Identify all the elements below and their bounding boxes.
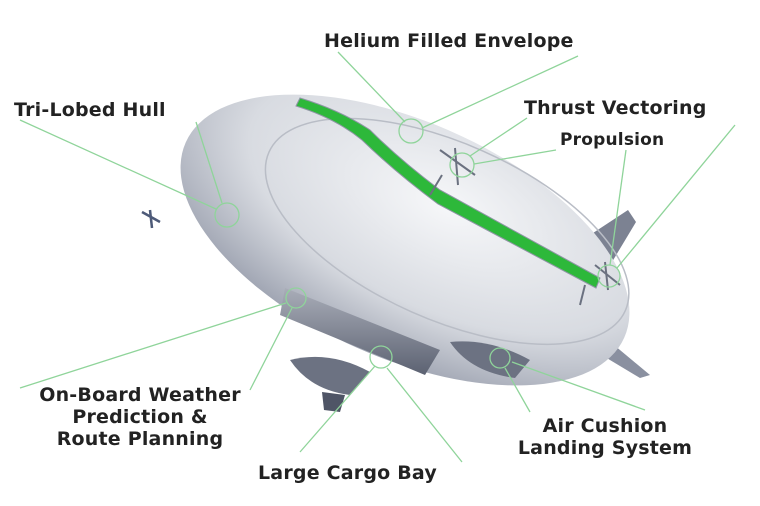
leader-cushion-b	[511, 361, 646, 411]
callout-helium	[398, 118, 424, 144]
label-air-cushion: Air Cushion Landing System	[500, 415, 710, 459]
label-cushion-line2: Landing System	[517, 437, 693, 459]
label-cargo-bay: Large Cargo Bay	[258, 462, 437, 484]
leader-cargo-a	[299, 365, 376, 453]
leader-thrust-a	[469, 117, 528, 157]
hull-lobe	[264, 117, 630, 346]
callout-cargo	[369, 345, 393, 369]
label-helium-envelope: Helium Filled Envelope	[324, 30, 574, 52]
label-tri-lobed-hull: Tri-Lobed Hull	[14, 99, 166, 121]
leader-helium-a	[337, 51, 406, 123]
leader-helium-b	[421, 55, 579, 129]
callout-weather	[285, 287, 307, 309]
propeller-rear	[579, 261, 621, 306]
leader-thrust-b	[473, 149, 557, 165]
nose-propeller	[141, 209, 161, 229]
label-thrust-vectoring: Thrust Vectoring	[524, 97, 707, 119]
label-weather-prediction: On-Board Weather Prediction & Route Plan…	[18, 384, 262, 450]
cargo-bay	[280, 288, 440, 375]
leader-weather-b	[249, 307, 293, 391]
label-weather-line2: Prediction &	[72, 406, 208, 428]
leader-thrust-d	[609, 149, 627, 266]
callout-cushion	[489, 347, 511, 369]
leader-thrust-c	[616, 124, 736, 269]
leader-hull-a	[19, 119, 217, 210]
callout-hull	[214, 202, 240, 228]
callout-thrust-front	[449, 152, 475, 178]
green-stripe	[295, 97, 601, 289]
lower-fin	[322, 392, 345, 412]
label-cushion-line1: Air Cushion	[542, 415, 668, 437]
label-propulsion: Propulsion	[560, 130, 665, 150]
leader-hull-b	[195, 121, 223, 204]
leader-cargo-b	[386, 367, 463, 463]
leader-weather-a	[19, 302, 287, 389]
callout-thrust-rear	[597, 264, 621, 288]
landing-pad-left	[290, 356, 370, 395]
label-weather-line3: Route Planning	[56, 428, 224, 450]
leader-cushion-a	[504, 367, 531, 413]
label-weather-line1: On-Board Weather	[39, 384, 241, 406]
